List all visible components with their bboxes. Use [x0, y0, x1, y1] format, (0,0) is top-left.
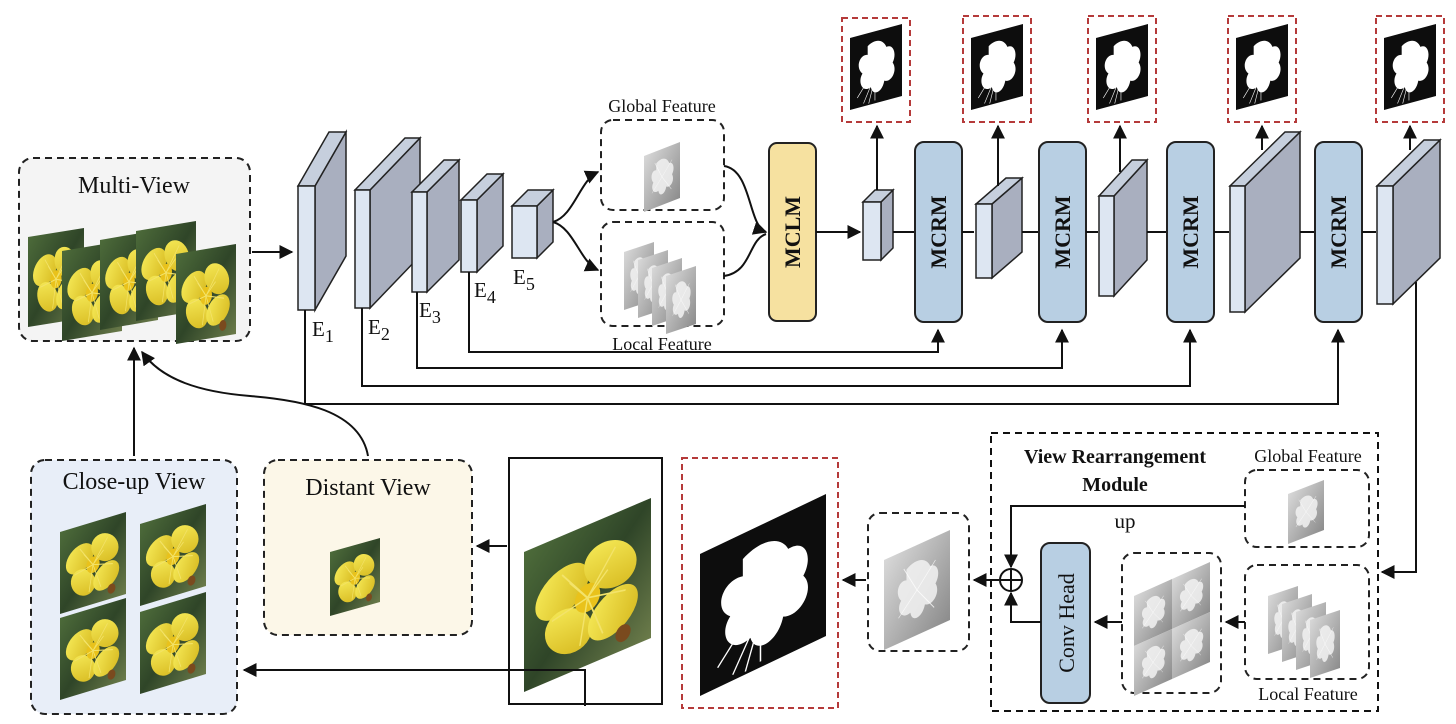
mask-icon — [1095, 23, 1149, 111]
mask-icon — [1235, 23, 1289, 111]
encoder-e3 — [410, 158, 461, 294]
decoder-feature-2 — [973, 176, 1025, 280]
close-up-view-panel: Close-up View — [30, 459, 238, 715]
arrow-to-local-feature — [552, 221, 600, 272]
encoder-label-e4: E4 — [474, 278, 496, 307]
mclm-label: MCLM — [780, 196, 805, 268]
distant-view-label: Distant View — [305, 475, 431, 501]
vrm-title-line1: View Rearrangement — [1024, 446, 1206, 468]
upsample-label: up — [1115, 509, 1136, 533]
mcrm-block-4: MCRM — [1314, 141, 1363, 323]
view-rearrangement-module: View Rearrangement Module Global Feature… — [990, 432, 1379, 712]
mclm-block: MCLM — [768, 142, 817, 322]
mcrm-block-3: MCRM — [1166, 141, 1215, 323]
svg-text:MCRM: MCRM — [926, 195, 951, 269]
side-output-mask-2 — [962, 15, 1032, 123]
close-up-view-label: Close-up View — [63, 469, 206, 495]
distant-view-panel: Distant View — [263, 459, 473, 636]
arrow-global-to-mclm — [723, 165, 768, 235]
encoder-label-e2: E2 — [368, 315, 390, 344]
arrow-distant-to-multiview — [141, 350, 369, 457]
conv-head-label: Conv Head — [1054, 573, 1079, 673]
multi-view-label: Multi-View — [78, 173, 191, 199]
local-feature-box — [600, 221, 725, 335]
arrow-local-to-mclm — [723, 233, 767, 277]
svg-text:MCRM: MCRM — [1178, 195, 1203, 269]
global-feature-box — [600, 119, 725, 213]
side-output-mask-5 — [1375, 15, 1445, 123]
encoder-label-e1: E1 — [312, 317, 334, 346]
encoder-e4 — [459, 172, 505, 274]
arrow-decoder-to-vrm — [1380, 282, 1417, 579]
decoder-feature-3 — [1097, 158, 1149, 298]
arrow-to-close-up-view — [242, 663, 586, 706]
encoder-label-e3: E3 — [419, 298, 441, 327]
svg-text:MCRM: MCRM — [1050, 195, 1075, 269]
mask-icon — [1383, 23, 1437, 111]
local-feature-label: Local Feature — [612, 334, 711, 354]
encoder-e2 — [353, 136, 422, 310]
encoder-e1 — [296, 129, 348, 313]
side-output-mask-1 — [841, 17, 911, 123]
global-feature-label: Global Feature — [608, 96, 715, 116]
decoder-feature-1 — [861, 188, 895, 262]
encoder-e5 — [510, 188, 555, 260]
input-image-frame — [508, 457, 663, 705]
svg-text:MCRM: MCRM — [1326, 195, 1351, 269]
vrm-global-feature-label: Global Feature — [1254, 446, 1361, 466]
mcrm-block-1: MCRM — [914, 141, 963, 323]
encoder-label-e5: E5 — [513, 265, 535, 294]
skip-connections — [304, 272, 1345, 405]
arrow-conv-to-sum — [1004, 591, 1041, 623]
arrow-global-up — [1004, 505, 1245, 569]
final-prediction-mask — [681, 457, 839, 709]
refined-feature-box — [867, 512, 970, 652]
vrm-title-line2: Module — [1082, 474, 1148, 496]
mcrm-block-2: MCRM — [1038, 141, 1087, 323]
multi-view-panel: Multi-View — [18, 157, 251, 345]
decoder-feature-5 — [1375, 138, 1442, 306]
vrm-local-feature-label: Local Feature — [1258, 684, 1357, 704]
side-output-mask-3 — [1087, 15, 1157, 123]
arrow-to-global-feature — [552, 170, 600, 223]
mask-icon — [970, 23, 1024, 111]
mask-icon — [849, 23, 903, 111]
side-output-mask-4 — [1227, 15, 1297, 123]
decoder-feature-4 — [1228, 130, 1302, 314]
